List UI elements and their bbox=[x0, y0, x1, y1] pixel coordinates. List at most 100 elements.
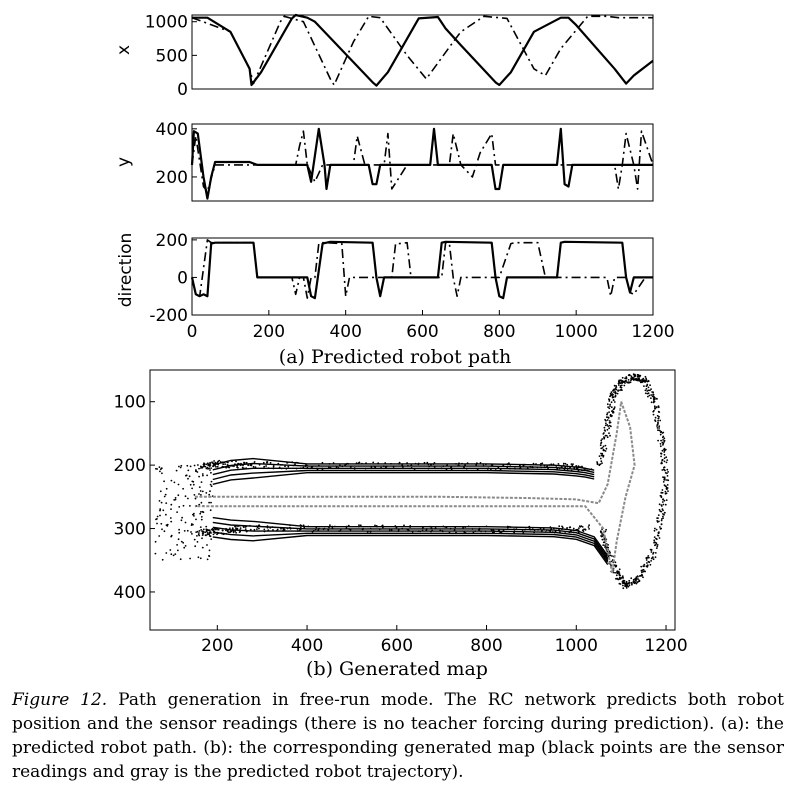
sensor-point bbox=[637, 378, 640, 380]
sensor-point bbox=[192, 483, 195, 486]
sensor-point bbox=[202, 528, 205, 531]
sensor-point bbox=[191, 487, 194, 490]
sensor-point bbox=[609, 552, 611, 554]
sensor-point bbox=[663, 499, 666, 502]
sensor-point bbox=[200, 494, 202, 496]
sensor-point bbox=[655, 528, 658, 531]
sensor-point bbox=[662, 431, 665, 434]
sensor-point bbox=[659, 510, 662, 513]
sensor-point bbox=[230, 530, 233, 533]
sensor-point bbox=[208, 535, 211, 537]
sensor-point bbox=[609, 554, 612, 557]
sensor-point bbox=[256, 528, 258, 530]
sensor-point bbox=[633, 578, 635, 581]
sensor-point bbox=[622, 380, 625, 383]
sensor-point bbox=[205, 525, 208, 528]
sensor-point bbox=[228, 466, 231, 469]
sensor-point bbox=[187, 477, 189, 480]
sensor-point bbox=[212, 462, 215, 465]
sensor-point bbox=[199, 465, 202, 468]
sensor-point bbox=[209, 483, 212, 486]
sensor-point bbox=[600, 447, 603, 450]
sensor-point bbox=[660, 527, 663, 530]
sensor-point bbox=[216, 533, 218, 536]
sensor-point bbox=[160, 467, 163, 470]
sensor-point bbox=[186, 529, 189, 532]
sensor-point bbox=[604, 424, 607, 427]
sensor-point bbox=[598, 455, 601, 457]
sensor-point bbox=[625, 379, 627, 382]
sensor-point bbox=[660, 455, 662, 458]
sensor-point bbox=[193, 512, 195, 515]
series-line-actual bbox=[190, 240, 653, 300]
ytick-label: 0 bbox=[177, 80, 188, 100]
sensor-point bbox=[655, 537, 657, 540]
sensor-point bbox=[606, 419, 609, 421]
sensor-point bbox=[607, 425, 610, 427]
sensor-point bbox=[226, 464, 229, 466]
sensor-point bbox=[622, 584, 624, 587]
sensor-point bbox=[566, 527, 568, 529]
sensor-point bbox=[664, 469, 666, 472]
sensor-point bbox=[217, 528, 220, 531]
caption-text: Path generation in free-run mode. The RC… bbox=[12, 690, 784, 782]
sensor-point bbox=[612, 410, 615, 413]
sensor-point bbox=[201, 546, 204, 549]
sensor-point bbox=[180, 519, 183, 522]
sensor-point bbox=[193, 494, 196, 496]
sensor-point bbox=[191, 480, 194, 483]
xtick-label: 1200 bbox=[644, 636, 687, 656]
sensor-point bbox=[195, 518, 197, 521]
sensor-point bbox=[653, 541, 655, 544]
sensor-point bbox=[197, 556, 200, 559]
sensor-point bbox=[156, 522, 158, 525]
sensor-point bbox=[611, 555, 613, 557]
sensor-point bbox=[665, 461, 668, 464]
sensor-point bbox=[651, 395, 654, 398]
sensor-point bbox=[603, 426, 606, 429]
sensor-point bbox=[660, 462, 663, 465]
sensor-point bbox=[181, 516, 184, 519]
ytick-label: 500 bbox=[156, 46, 188, 66]
sensor-point bbox=[611, 415, 613, 417]
sensor-point bbox=[618, 578, 621, 580]
sensor-point bbox=[666, 459, 669, 461]
sensor-point bbox=[358, 461, 361, 464]
sensor-point bbox=[201, 537, 203, 540]
sensor-point bbox=[210, 480, 213, 483]
sensor-point bbox=[202, 532, 205, 535]
trajectory-lane bbox=[212, 457, 595, 471]
sensor-point bbox=[652, 398, 655, 401]
sensor-point bbox=[662, 515, 664, 518]
sensor-point bbox=[284, 465, 286, 468]
sensor-point bbox=[663, 449, 666, 452]
ytick-label: 1000 bbox=[145, 13, 188, 33]
sensor-point bbox=[656, 545, 659, 548]
ylabel-x: x bbox=[114, 45, 134, 55]
ylabel-direction: direction bbox=[116, 233, 136, 308]
sensor-point bbox=[359, 524, 362, 527]
sensor-point bbox=[662, 435, 665, 438]
sensor-point bbox=[613, 406, 616, 408]
sensor-point bbox=[198, 534, 201, 537]
sensor-point bbox=[658, 537, 661, 539]
sensor-point bbox=[262, 461, 265, 464]
sensor-point bbox=[657, 514, 660, 516]
sensor-point bbox=[183, 530, 186, 532]
sensor-point bbox=[161, 558, 164, 561]
sensor-point bbox=[176, 544, 179, 546]
sensor-point bbox=[627, 585, 630, 588]
sensor-point bbox=[190, 524, 193, 526]
ytick-label: 200 bbox=[156, 231, 188, 251]
sensor-point bbox=[198, 475, 201, 478]
sensor-point bbox=[613, 389, 616, 391]
sensor-point bbox=[166, 525, 169, 527]
sensor-point bbox=[582, 530, 585, 532]
sensor-point bbox=[235, 460, 237, 463]
sensor-point bbox=[206, 474, 209, 477]
sensor-point bbox=[652, 391, 655, 394]
sensor-point bbox=[667, 479, 670, 482]
sensor-point bbox=[621, 581, 624, 583]
